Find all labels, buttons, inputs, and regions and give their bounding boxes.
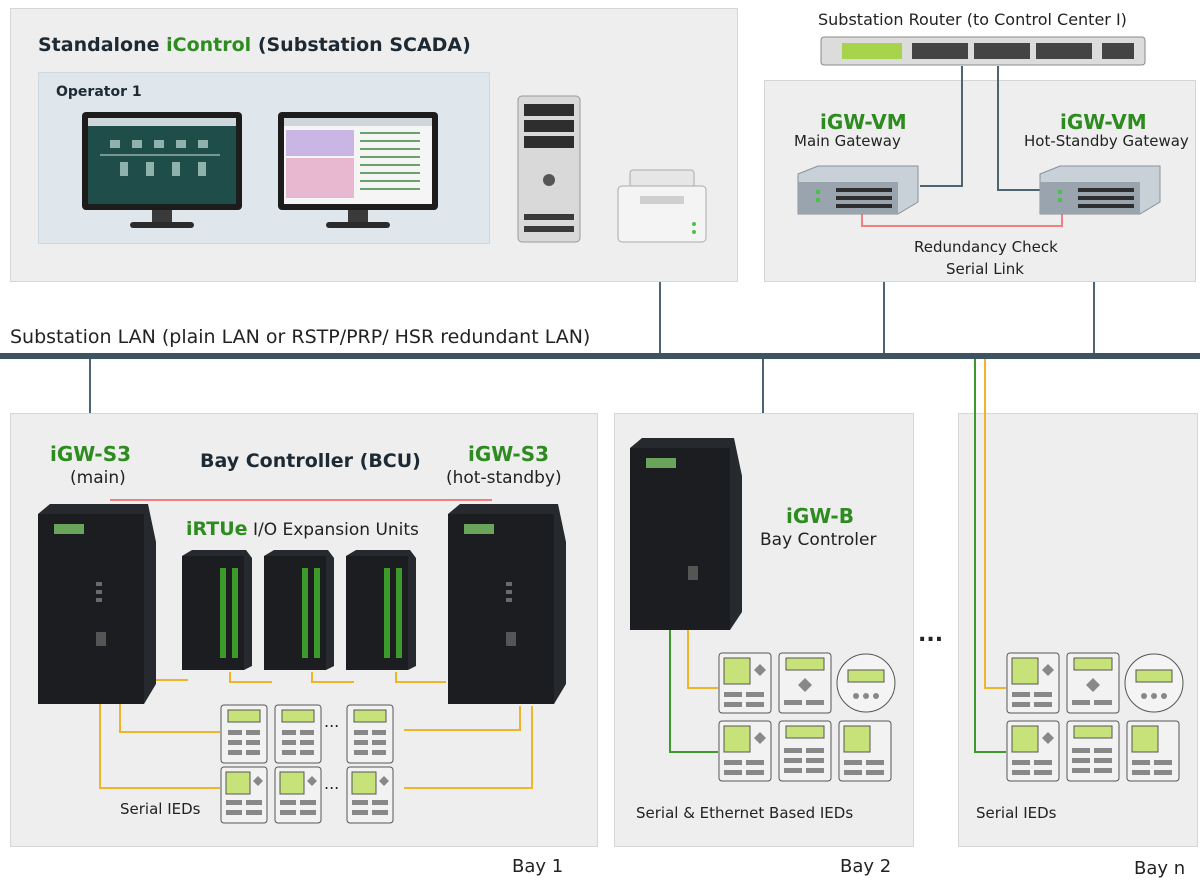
- server-icon: [797, 165, 919, 215]
- irtu-unit: [264, 550, 334, 670]
- irtu-unit: [182, 550, 252, 670]
- gateway-main-name: iGW-VM: [820, 110, 907, 134]
- irtu-label: iRTUe I/O Expansion Units: [186, 518, 419, 540]
- irtu-brand: iRTUe: [186, 518, 248, 540]
- bcu-title: Bay Controller (BCU): [200, 450, 421, 472]
- gateway-main-role: Main Gateway: [794, 132, 901, 150]
- ied-device: [718, 720, 772, 782]
- redundancy-link-label-2: Serial Link: [946, 260, 1024, 278]
- irtu-unit: [346, 550, 416, 670]
- ied-device: [778, 720, 832, 782]
- meter-device: [1124, 653, 1184, 713]
- ied-device: [274, 766, 322, 824]
- ied-device: [1006, 720, 1060, 782]
- ied-device: [1066, 652, 1120, 714]
- bay1-ied-label: Serial IEDs: [120, 800, 201, 818]
- redundancy-link-label-1: Redundancy Check: [914, 238, 1058, 256]
- bay1-main-name: iGW-S3: [50, 442, 132, 466]
- ied-device: [346, 766, 394, 824]
- bcu-standby-device: [448, 504, 566, 704]
- bcu-main-device: [38, 504, 156, 704]
- ied-device: [718, 652, 772, 714]
- ied-device: [778, 652, 832, 714]
- meter-device: [836, 653, 896, 713]
- router-icon: [820, 36, 1146, 66]
- ied-device: [274, 704, 322, 764]
- ied-device: [220, 704, 268, 764]
- bay-gap-ellipsis: ...: [918, 622, 944, 647]
- scada-title: Standalone iControl (Substation SCADA): [38, 34, 471, 56]
- bay2-label: Bay 2: [840, 856, 892, 877]
- redundancy-link: [861, 210, 1063, 227]
- lan-bar: [0, 353, 1200, 359]
- monitor-icon: [278, 112, 438, 228]
- ied-device: [1066, 720, 1120, 782]
- bay1-standby-name: iGW-S3: [468, 442, 550, 466]
- bay2-controller-device: [630, 438, 742, 630]
- computer-tower-icon: [517, 95, 581, 243]
- bayn-ied-label: Serial IEDs: [976, 804, 1057, 822]
- bay1-main-role: (main): [70, 468, 126, 488]
- gateway-standby-name: iGW-VM: [1060, 110, 1147, 134]
- bay2-ied-label: Serial & Ethernet Based IEDs: [636, 804, 854, 822]
- lan-label: Substation LAN (plain LAN or RSTP/PRP/ H…: [10, 326, 591, 348]
- printer-icon: [617, 169, 707, 243]
- bay1-standby-role: (hot-standby): [446, 468, 562, 488]
- ied-device: [220, 766, 268, 824]
- bayn-label: Bay n: [1134, 858, 1186, 879]
- ied-device: [838, 720, 892, 782]
- bay1-label: Bay 1: [512, 856, 564, 877]
- ied-device: [1126, 720, 1180, 782]
- ellipsis: ...: [324, 774, 340, 793]
- irtu-suffix: I/O Expansion Units: [247, 520, 419, 540]
- ellipsis: ...: [324, 712, 340, 731]
- monitor-icon: [82, 112, 242, 228]
- server-icon: [1039, 165, 1161, 215]
- ied-device: [1006, 652, 1060, 714]
- bay2-name: iGW-B: [786, 504, 854, 528]
- scada-title-brand: iControl: [166, 34, 252, 56]
- ied-device: [346, 704, 394, 764]
- router-label: Substation Router (to Control Center I): [818, 10, 1127, 29]
- scada-title-prefix: Standalone: [38, 34, 167, 56]
- scada-title-suffix: (Substation SCADA): [251, 34, 471, 56]
- bay2-role: Bay Controler: [760, 530, 877, 550]
- operator-label: Operator 1: [56, 84, 142, 100]
- gateway-standby-role: Hot-Standby Gateway: [1024, 132, 1189, 150]
